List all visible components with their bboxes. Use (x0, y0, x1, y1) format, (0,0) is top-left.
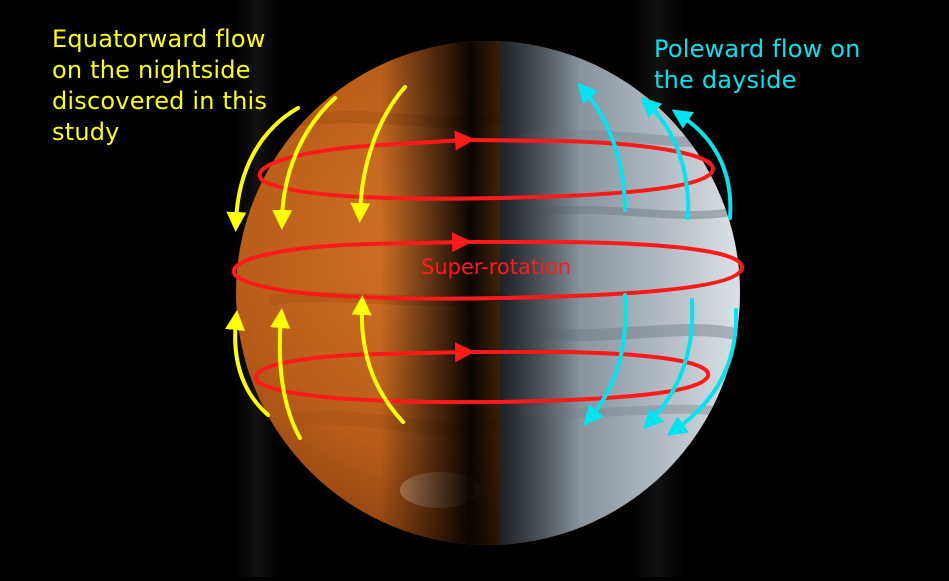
dayside-flow-caption: Poleward flow on the dayside (654, 35, 861, 94)
zonal-ring-middle (233, 240, 744, 301)
nightside-flow-caption: Equatorward flow on the nightside discov… (52, 25, 268, 146)
equatorward-arrow-icon (225, 310, 270, 417)
equatorward-arrow-icon (226, 106, 300, 232)
poleward-arrow-icon (671, 109, 733, 220)
equatorward-arrow-icon (350, 85, 407, 223)
zonal-arrow-icon (232, 232, 472, 277)
zonal-ring-bottom (256, 350, 710, 405)
poleward-arrow-icon (666, 308, 739, 436)
super-rotation-arrows (232, 130, 744, 405)
equatorward-arrow-icon (351, 295, 405, 424)
poleward-arrow-icon (640, 97, 691, 220)
equatorward-arrow-icon (272, 96, 337, 230)
equatorward-arrow-icon (270, 308, 302, 440)
poleward-arrow-icon (643, 298, 695, 430)
dayside-flow-arrows (577, 82, 739, 436)
zonal-arrow-icon (257, 130, 475, 182)
poleward-arrow-icon (583, 293, 628, 426)
zonal-ring-top (260, 138, 715, 201)
poleward-arrow-icon (577, 82, 627, 212)
nightside-flow-arrows (225, 85, 407, 440)
super-rotation-label: Super-rotation (421, 255, 572, 279)
